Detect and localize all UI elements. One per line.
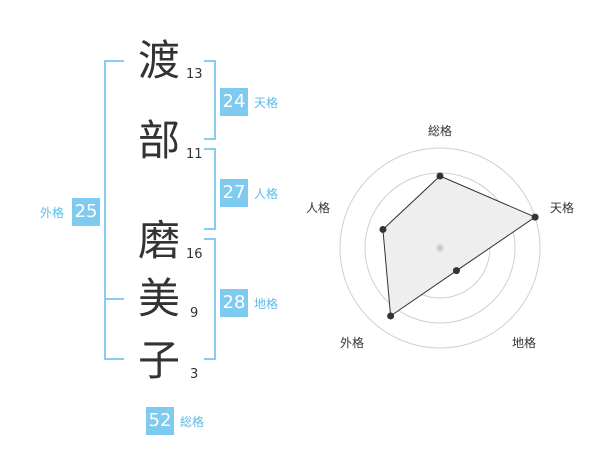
radar-point-0 — [436, 172, 444, 180]
radar-ring — [339, 147, 541, 349]
radar-label-chikaku: 地格 — [512, 335, 536, 350]
radar-polygon — [382, 175, 537, 317]
tenkaku-value: 24 — [220, 88, 248, 116]
radar-point-1 — [531, 213, 539, 221]
name-char-1: 渡 — [138, 36, 181, 85]
stroke-count-1: 13 — [186, 67, 203, 82]
radar-label-gaikaku: 外格 — [340, 335, 364, 350]
soukaku-label: 総格 — [180, 415, 205, 429]
chikaku-value: 28 — [220, 289, 248, 317]
name-char-3: 磨 — [138, 216, 181, 265]
name-char-4: 美 — [138, 274, 181, 323]
jinkaku-value: 27 — [220, 179, 248, 207]
stroke-count-5: 3 — [190, 367, 199, 382]
radar-label-tenkaku: 天格 — [550, 200, 574, 215]
name-char-2: 部 — [138, 116, 181, 165]
radar-label-soukaku: 総格 — [428, 123, 452, 138]
outer-bracket — [104, 60, 124, 360]
radar-point-3 — [387, 312, 395, 320]
radar-center — [436, 244, 444, 252]
radar-point-2 — [452, 267, 460, 275]
tenkaku-label: 天格 — [254, 96, 279, 110]
gaikaku-label: 外格 — [40, 206, 65, 220]
chikaku-bracket — [204, 238, 216, 360]
stroke-count-3: 16 — [186, 247, 203, 262]
name-char-5: 子 — [138, 336, 181, 385]
radar-label-jinkaku: 人格 — [306, 200, 330, 215]
soukaku-value: 52 — [146, 407, 174, 435]
outer-bracket-divider — [104, 298, 124, 300]
jinkaku-bracket — [204, 148, 216, 230]
jinkaku-label: 人格 — [254, 187, 279, 201]
radar-point-4 — [379, 225, 387, 233]
tenkaku-bracket — [204, 60, 216, 140]
stroke-count-4: 9 — [190, 306, 199, 321]
chikaku-label: 地格 — [254, 297, 279, 311]
stroke-count-2: 11 — [186, 147, 203, 162]
gaikaku-value: 25 — [72, 198, 100, 226]
